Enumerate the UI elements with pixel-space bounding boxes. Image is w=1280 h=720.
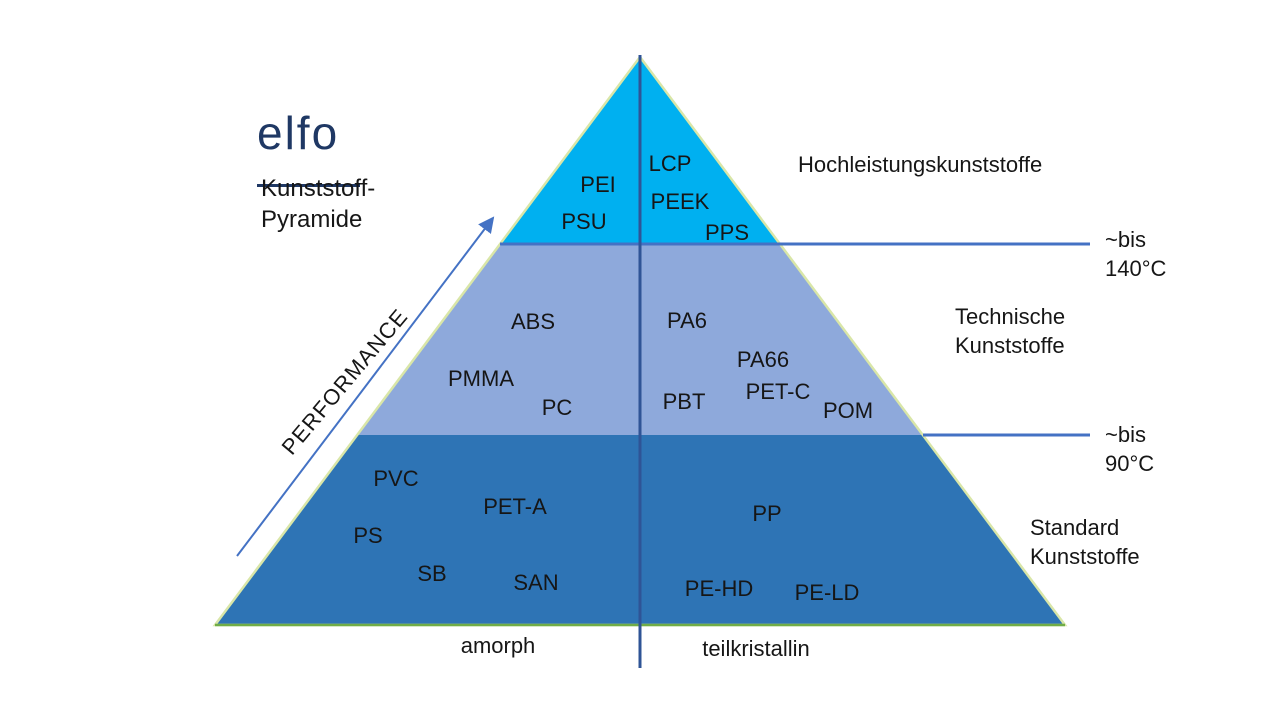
temp-marker-90-line1: ~bis (1105, 422, 1146, 447)
material-label-san: SAN (513, 570, 559, 595)
category-label-standard-line1: Standard (1030, 515, 1120, 540)
temp-marker-140-line2: 140°C (1105, 256, 1167, 281)
material-label-psu: PSU (561, 209, 607, 234)
material-label-pp: PP (752, 501, 782, 526)
category-label-standard-line2: Kunststoffe (1030, 544, 1140, 569)
material-label-pom: POM (822, 398, 874, 423)
material-label-abs: ABS (510, 309, 556, 334)
performance-arrow (236, 216, 495, 557)
category-label-technisch-line1: Technische (955, 304, 1066, 329)
temp-marker-140: ~bis 140°C (1105, 225, 1166, 283)
material-label-pmma: PMMA (448, 366, 514, 391)
diagram-title-line1: Kunststoff- (261, 175, 376, 202)
material-label-pei: PEI (580, 172, 616, 197)
category-label-hochleistung-line1: Hochleistungskunststoffe (798, 152, 1043, 177)
material-label-pe-ld: PE-LD (794, 580, 860, 605)
category-label-technisch: Technische Kunststoffe (955, 302, 1065, 360)
diagram-title: Kunststoff- Pyramide (261, 173, 375, 235)
material-label-pet-a: PET-A (483, 494, 547, 519)
category-label-hochleistung: Hochleistungskunststoffe (798, 150, 1042, 179)
material-label-peek: PEEK (650, 189, 710, 214)
base-label-amorph: amorph (460, 633, 536, 658)
material-label-pbt: PBT (662, 389, 706, 414)
material-label-pvc: PVC (373, 466, 419, 491)
category-label-technisch-line2: Kunststoffe (955, 333, 1065, 358)
material-label-sb: SB (417, 561, 447, 586)
material-label-pe-hd: PE-HD (684, 576, 754, 601)
material-label-pet-c: PET-C (745, 379, 811, 404)
material-label-pa6: PA6 (667, 308, 707, 333)
temp-marker-90-line2: 90°C (1105, 451, 1155, 476)
base-label-teilkristallin: teilkristallin (702, 636, 810, 661)
logo-underline (257, 184, 360, 187)
material-label-pa66: PA66 (736, 347, 790, 372)
material-label-ps: PS (353, 523, 383, 548)
material-label-pc: PC (541, 395, 573, 420)
category-label-standard: Standard Kunststoffe (1030, 513, 1140, 571)
temp-marker-140-line1: ~bis (1105, 227, 1146, 252)
logo-elfo: elfo (257, 107, 340, 159)
material-label-lcp: LCP (648, 151, 692, 176)
temp-marker-90: ~bis 90°C (1105, 420, 1154, 478)
material-label-pps: PPS (704, 220, 750, 245)
diagram-title-line2: Pyramide (261, 206, 363, 233)
